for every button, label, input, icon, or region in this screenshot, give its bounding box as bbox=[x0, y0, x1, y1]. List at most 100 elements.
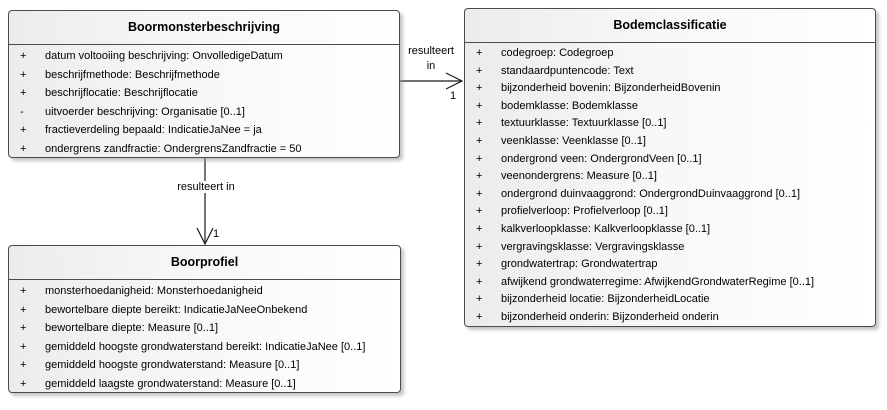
attribute-text: bijzonderheid locatie: BijzonderheidLoca… bbox=[501, 293, 710, 306]
attribute-row: + bijzonderheid onderin: Bijzonderheid on… bbox=[465, 309, 875, 327]
open-arrowhead-right-icon bbox=[445, 72, 464, 90]
connector-label-resulteert-in-vertical: resulteert in bbox=[174, 181, 238, 193]
attribute-row: + beschrijfmethode: Beschrijfmethode bbox=[9, 66, 399, 85]
attribute-text: ondergrens zandfractie: OndergrensZandfr… bbox=[45, 142, 302, 155]
class-title: Boorprofiel bbox=[9, 246, 400, 280]
connector-label-line2: in bbox=[426, 60, 436, 72]
attribute-text: beschrijfmethode: Beschrijfmethode bbox=[45, 68, 220, 81]
attribute-text: profielverloop: Profielverloop [0..1] bbox=[501, 205, 668, 218]
attribute-row: + bijzonderheid locatie: BijzonderheidLoc… bbox=[465, 291, 875, 309]
attribute-row: + textuurklasse: Textuurklasse [0..1] bbox=[465, 115, 875, 133]
visibility-marker: + bbox=[476, 134, 483, 147]
visibility-marker: + bbox=[476, 187, 483, 200]
visibility-marker: + bbox=[476, 82, 483, 95]
attribute-row: + bewortelbare diepte bereikt: IndicatieJ… bbox=[9, 301, 400, 320]
attribute-row: + profielverloop: Profielverloop [0..1] bbox=[465, 203, 875, 221]
visibility-marker: + bbox=[20, 303, 27, 316]
attribute-row: - uitvoerder beschrijving: Organisatie [0… bbox=[9, 103, 399, 122]
attribute-text: grondwatertrap: Grondwatertrap bbox=[501, 258, 658, 271]
attribute-text: standaardpuntencode: Text bbox=[501, 64, 634, 77]
attribute-row: + grondwatertrap: Grondwatertrap bbox=[465, 256, 875, 274]
visibility-marker: + bbox=[476, 275, 483, 288]
attribute-row: + kalkverloopklasse: Kalkverloopklasse [0… bbox=[465, 221, 875, 239]
attribute-row: + ondergrens zandfractie: OndergrensZandf… bbox=[9, 140, 399, 159]
visibility-marker: + bbox=[476, 99, 483, 112]
attribute-compartment: +codegroep: Codegroep + standaardpuntenco… bbox=[465, 43, 875, 327]
visibility-marker: + bbox=[476, 258, 483, 271]
attribute-text: ondergrond duinvaaggrond: OndergrondDuin… bbox=[501, 187, 801, 200]
visibility-marker: + bbox=[476, 310, 483, 323]
attribute-text: kalkverloopklasse: Kalkverloopklasse [0.… bbox=[501, 222, 711, 235]
class-box-boorprofiel[interactable]: Boorprofiel + monsterhoedanigheid: Monste… bbox=[8, 245, 401, 393]
visibility-marker: + bbox=[476, 47, 483, 59]
attribute-text: veenklasse: Veenklasse [0..1] bbox=[501, 134, 646, 147]
class-title: Bodemclassificatie bbox=[465, 9, 875, 43]
attribute-row: + ondergrond duinvaaggrond: OndergrondDui… bbox=[465, 186, 875, 204]
attribute-text: bodemklasse: Bodemklasse bbox=[501, 99, 638, 112]
attribute-row: + monsterhoedanigheid: Monsterhoedanighei… bbox=[9, 282, 400, 301]
attribute-text: veenondergrens: Measure [0..1] bbox=[501, 170, 657, 183]
attribute-row: +gemiddeld laagste grondwaterstand: Meas… bbox=[9, 375, 400, 394]
attribute-text: bewortelbare diepte: Measure [0..1] bbox=[45, 322, 219, 335]
connector-label-line1: resulteert bbox=[408, 45, 454, 57]
attribute-row: + bodemklasse: Bodemklasse bbox=[465, 98, 875, 116]
visibility-marker: - bbox=[20, 105, 24, 118]
attribute-row: +codegroep: Codegroep bbox=[465, 45, 875, 63]
attribute-text: afwijkend grondwaterregime: AfwijkendGro… bbox=[501, 275, 815, 288]
class-title: Boormonsterbeschrijving bbox=[9, 11, 399, 45]
visibility-marker: + bbox=[20, 359, 27, 372]
visibility-marker: + bbox=[20, 142, 27, 155]
visibility-marker: + bbox=[20, 50, 27, 62]
class-box-boormonsterbeschrijving[interactable]: Boormonsterbeschrijving + datum voltooiin… bbox=[8, 10, 400, 158]
attribute-row: + bewortelbare diepte: Measure [0..1] bbox=[9, 319, 400, 338]
attribute-row: + datum voltooiing beschrijving: Onvolled… bbox=[9, 47, 399, 66]
visibility-marker: + bbox=[20, 124, 27, 137]
attribute-text: textuurklasse: Textuurklasse [0..1] bbox=[501, 117, 667, 130]
attribute-row: + veenklasse: Veenklasse [0..1] bbox=[465, 133, 875, 151]
visibility-marker: + bbox=[20, 285, 27, 297]
attribute-compartment: + monsterhoedanigheid: Monsterhoedanighei… bbox=[9, 280, 400, 394]
class-box-bodemclassificatie[interactable]: Bodemclassificatie +codegroep: Codegroep… bbox=[464, 8, 876, 327]
association-resulteert-in-horizontal bbox=[400, 72, 464, 90]
multiplicity-label: 1 bbox=[213, 228, 220, 240]
association-resulteert-in-vertical bbox=[196, 158, 214, 246]
attribute-row: + bijzonderheid bovenin: BijzonderheidBov… bbox=[465, 80, 875, 98]
visibility-marker: + bbox=[20, 322, 27, 335]
attribute-row: + veenondergrens: Measure [0..1] bbox=[465, 168, 875, 186]
attribute-row: + afwijkend grondwaterregime: AfwijkendGr… bbox=[465, 274, 875, 292]
visibility-marker: + bbox=[20, 340, 27, 353]
visibility-marker: + bbox=[476, 240, 483, 253]
visibility-marker: + bbox=[476, 205, 483, 218]
attribute-text: bijzonderheid onderin: Bijzonderheid ond… bbox=[501, 310, 719, 323]
visibility-marker: + bbox=[476, 293, 483, 306]
attribute-text: monsterhoedanigheid: Monsterhoedanigheid bbox=[45, 285, 263, 297]
attribute-row: + fractieverdeling bepaald: IndicatieJaNe… bbox=[9, 121, 399, 140]
open-arrowhead-down-icon bbox=[196, 227, 214, 246]
visibility-marker: + bbox=[476, 170, 483, 183]
attribute-row: +vergravingsklasse: Vergravingsklasse bbox=[465, 239, 875, 257]
attribute-row: + ondergrond veen: OndergrondVeen [0..1] bbox=[465, 151, 875, 169]
attribute-row: + standaardpuntencode: Text bbox=[465, 63, 875, 81]
attribute-text: datum voltooiing beschrijving: Onvolledi… bbox=[45, 50, 283, 62]
attribute-text: bijzonderheid bovenin: BijzonderheidBove… bbox=[501, 82, 721, 95]
visibility-marker: + bbox=[20, 68, 27, 81]
attribute-text: gemiddeld hoogste grondwaterstand: Measu… bbox=[45, 359, 300, 372]
attribute-text: fractieverdeling bepaald: IndicatieJaNee… bbox=[45, 124, 262, 137]
visibility-marker: + bbox=[476, 152, 483, 165]
attribute-row: + gemiddeld hoogste grondwaterstand: Meas… bbox=[9, 356, 400, 375]
attribute-row: +beschrijflocatie: Beschrijflocatie bbox=[9, 84, 399, 103]
visibility-marker: + bbox=[476, 117, 483, 130]
attribute-row: + gemiddeld hoogste grondwaterstand berei… bbox=[9, 338, 400, 357]
attribute-text: gemiddeld hoogste grondwaterstand bereik… bbox=[45, 340, 366, 353]
attribute-text: uitvoerder beschrijving: Organisatie [0.… bbox=[45, 105, 245, 118]
visibility-marker: + bbox=[476, 222, 483, 235]
attribute-text: beschrijflocatie: Beschrijflocatie bbox=[45, 87, 198, 100]
attribute-text: ondergrond veen: OndergrondVeen [0..1] bbox=[501, 152, 702, 165]
connector-label-resulteert-in-horizontal: resulteert in bbox=[408, 44, 454, 74]
multiplicity-label: 1 bbox=[449, 90, 457, 102]
attribute-text: bewortelbare diepte bereikt: IndicatieJa… bbox=[45, 303, 308, 316]
visibility-marker: + bbox=[20, 377, 27, 390]
visibility-marker: + bbox=[476, 64, 483, 77]
